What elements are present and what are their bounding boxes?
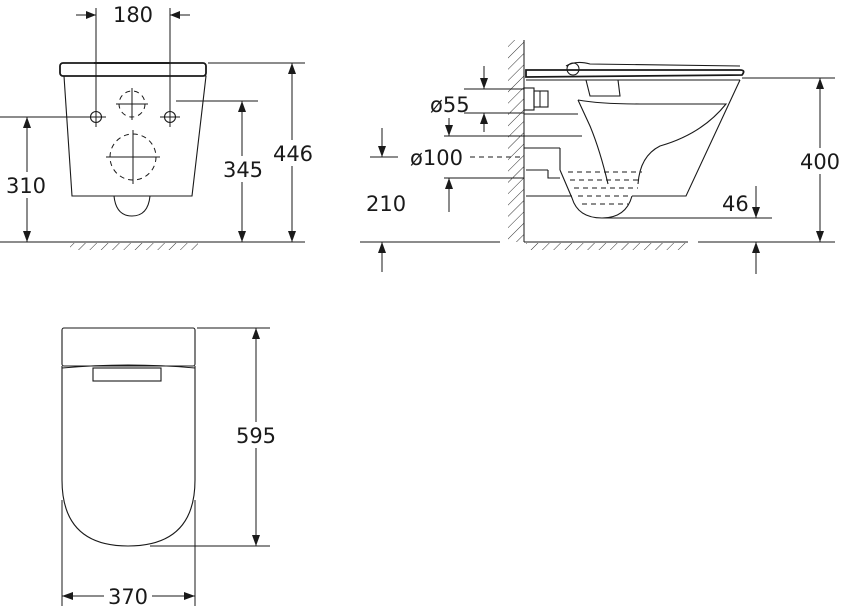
dim-top-370: 370 [108, 585, 148, 609]
side-wall-hatch [508, 40, 524, 242]
dim-side-400: 400 [800, 150, 840, 174]
side-bowl-bottom [559, 169, 633, 219]
dim-side-46: 46 [722, 192, 749, 216]
dim-front-345: 345 [223, 158, 263, 182]
side-seat [525, 69, 745, 78]
front-outlet [113, 195, 151, 217]
dim-top-595: 595 [236, 424, 276, 448]
top-view: 595 370 [61, 327, 278, 609]
side-bowl-front [632, 79, 741, 197]
top-flush-plate [92, 367, 162, 382]
front-seat-lid [59, 62, 207, 77]
top-bowl-outline [61, 366, 196, 547]
dim-side-o55: ø55 [430, 93, 470, 117]
front-floor-hatch [70, 243, 198, 250]
side-floor-hatch [526, 243, 686, 250]
dim-side-o100: ø100 [410, 146, 463, 170]
top-back-panel [61, 327, 196, 367]
side-bowl-inner-front [577, 99, 728, 185]
dim-front-446: 446 [273, 142, 313, 166]
side-supply-connector [533, 90, 549, 108]
dim-side-210: 210 [366, 192, 406, 216]
front-bowl-body [63, 75, 207, 197]
front-view: 180 310 345 446 [0, 3, 315, 250]
side-hinge [566, 62, 580, 76]
dim-front-180: 180 [113, 3, 153, 27]
side-view: ø55 ø100 210 400 46 [360, 40, 842, 274]
dim-front-310: 310 [6, 174, 46, 198]
side-bowl-inner-rear [577, 99, 609, 185]
